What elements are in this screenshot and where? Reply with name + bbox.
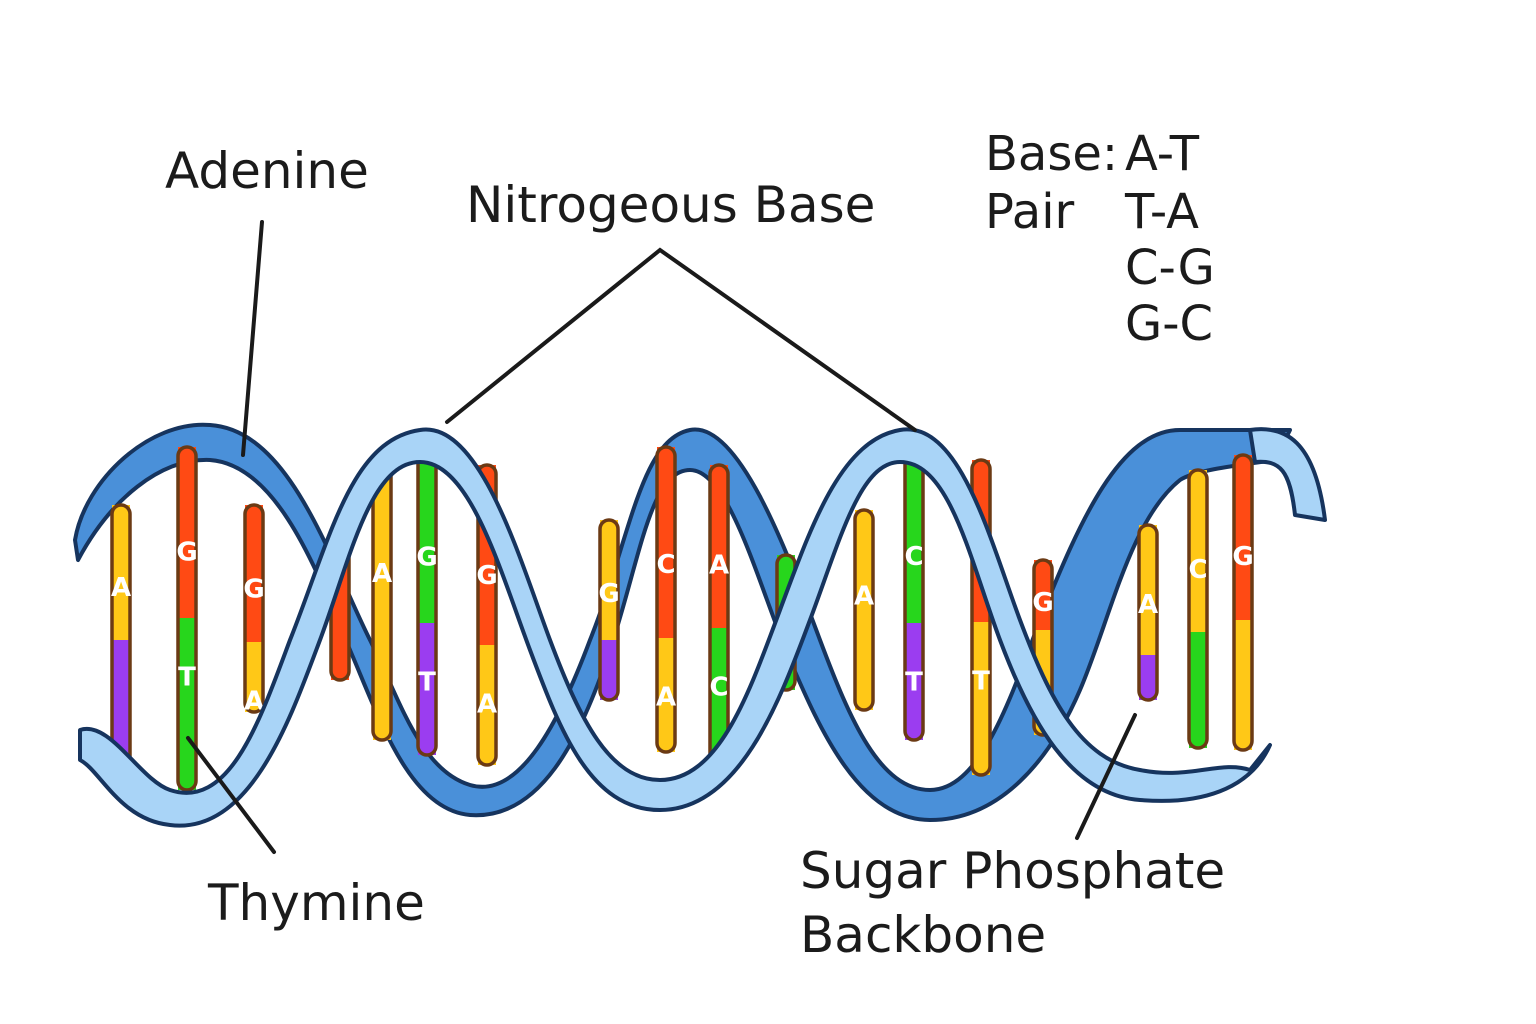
base-bottom-12 bbox=[855, 650, 873, 710]
base-pair-outline-2 bbox=[176, 445, 198, 792]
base-letter-bottom-9: A bbox=[656, 683, 676, 713]
base-pair-1: A bbox=[110, 503, 132, 767]
base-top-16 bbox=[1139, 525, 1157, 655]
base-letter-top-7: G bbox=[476, 561, 497, 591]
base-bottom-3 bbox=[245, 642, 263, 712]
base-letter-top-12: A bbox=[854, 581, 874, 611]
base-letter-top-18: G bbox=[1232, 542, 1253, 572]
legend-pair-2: T-A bbox=[1124, 184, 1199, 240]
base-letter-bottom-3: A bbox=[244, 687, 264, 717]
legend-pair-1: A-T bbox=[1125, 126, 1200, 182]
base-letter-bottom-13: T bbox=[905, 668, 923, 698]
base-letter-top-1: A bbox=[111, 573, 131, 603]
base-top-10 bbox=[710, 465, 728, 628]
base-top-1 bbox=[112, 505, 130, 640]
base-bottom-16 bbox=[1139, 655, 1157, 700]
base-letter-top-15: G bbox=[1032, 588, 1053, 618]
base-letter-top-6: G bbox=[416, 543, 437, 573]
base-letter-top-10: A bbox=[709, 551, 729, 581]
base-letter-top-8: G bbox=[598, 579, 619, 609]
front-backbone-tail bbox=[1248, 427, 1327, 522]
backbone-label-line2: Backbone bbox=[800, 906, 1046, 964]
nitrogenous-base-leader-line bbox=[445, 247, 917, 432]
nitrogenous-base-label: Nitrogeous Base bbox=[466, 176, 875, 234]
base-pair-outline-12 bbox=[853, 508, 875, 712]
base-pair-outline-16 bbox=[1137, 523, 1159, 702]
adenine-leader-line bbox=[241, 220, 264, 457]
base-pair-outline-15 bbox=[1032, 558, 1054, 737]
base-letter-bottom-10: C bbox=[709, 673, 728, 703]
base-bottom-17 bbox=[1189, 632, 1207, 748]
base-pair-16: A bbox=[1137, 523, 1159, 702]
base-letter-top-13: C bbox=[904, 542, 923, 572]
base-top-17 bbox=[1189, 470, 1207, 632]
base-pair-10: AC bbox=[708, 463, 730, 772]
base-top-6 bbox=[418, 452, 436, 623]
front-backbone-strand bbox=[78, 427, 1272, 828]
base-letter-top-9: C bbox=[656, 550, 675, 580]
base-letter-top-2: G bbox=[176, 538, 197, 568]
base-top-12 bbox=[855, 510, 873, 650]
base-letter-bottom-2: T bbox=[178, 663, 196, 693]
base-bottom-4 bbox=[331, 600, 349, 680]
base-pair-12: A bbox=[853, 508, 875, 712]
base-top-15 bbox=[1034, 560, 1052, 630]
base-top-5 bbox=[373, 467, 391, 640]
base-top-2 bbox=[178, 447, 196, 618]
base-letter-bottom-6: T bbox=[418, 668, 436, 698]
base-bottom-9 bbox=[657, 638, 675, 752]
base-bottom-5 bbox=[373, 640, 391, 740]
base-bottom-2 bbox=[178, 618, 196, 790]
legend-pair-3: C-G bbox=[1125, 240, 1215, 296]
base-pair-outline-9 bbox=[655, 445, 677, 754]
base-pair-outline-7 bbox=[476, 463, 498, 767]
base-pair-8: G bbox=[598, 518, 620, 702]
base-pair-outline-17 bbox=[1187, 468, 1209, 750]
base-top-13 bbox=[905, 450, 923, 623]
base-pair-legend: Base: Pair A-T T-A C-G G-C bbox=[985, 126, 1215, 352]
base-pair-5: A bbox=[371, 465, 393, 742]
base-pair-outline-8 bbox=[598, 518, 620, 702]
base-pair-outline-18 bbox=[1232, 453, 1254, 752]
base-pair-9: CA bbox=[655, 445, 677, 754]
base-pair-13: CT bbox=[903, 448, 925, 742]
base-bottom-7 bbox=[478, 645, 496, 765]
base-bottom-1 bbox=[112, 640, 130, 765]
adenine-label: Adenine bbox=[165, 142, 369, 200]
backbone-leader-line bbox=[1075, 713, 1137, 840]
base-letter-top-16: A bbox=[1138, 590, 1158, 620]
base-top-3 bbox=[245, 505, 263, 642]
base-bottom-18 bbox=[1234, 620, 1252, 750]
base-pair-3: GA bbox=[243, 503, 265, 717]
base-pair-outline-3 bbox=[243, 503, 265, 714]
base-letter-top-5: A bbox=[372, 559, 392, 589]
base-bottom-6 bbox=[418, 623, 436, 755]
base-pair-17: C bbox=[1187, 468, 1209, 750]
base-bottom-13 bbox=[905, 623, 923, 740]
base-letter-top-17: C bbox=[1188, 555, 1207, 585]
base-top-9 bbox=[657, 447, 675, 638]
base-top-18 bbox=[1234, 455, 1252, 620]
legend-title-line2: Pair bbox=[985, 184, 1075, 240]
base-letter-bottom-14: T bbox=[972, 667, 990, 697]
base-letter-top-3: G bbox=[243, 574, 264, 604]
base-letter-bottom-7: A bbox=[477, 690, 497, 720]
legend-title-line1: Base: bbox=[985, 126, 1118, 182]
base-bottom-8 bbox=[600, 640, 618, 700]
backbone-label-line1: Sugar Phosphate bbox=[800, 842, 1225, 900]
base-pair-18: G bbox=[1232, 453, 1254, 752]
base-bottom-14 bbox=[972, 622, 990, 775]
thymine-leader-line bbox=[186, 736, 276, 854]
legend-pair-4: G-C bbox=[1125, 296, 1213, 352]
base-top-8 bbox=[600, 520, 618, 640]
thymine-label: Thymine bbox=[207, 874, 425, 932]
base-pair-2: GT bbox=[176, 445, 198, 792]
base-pair-6: GT bbox=[416, 450, 438, 757]
